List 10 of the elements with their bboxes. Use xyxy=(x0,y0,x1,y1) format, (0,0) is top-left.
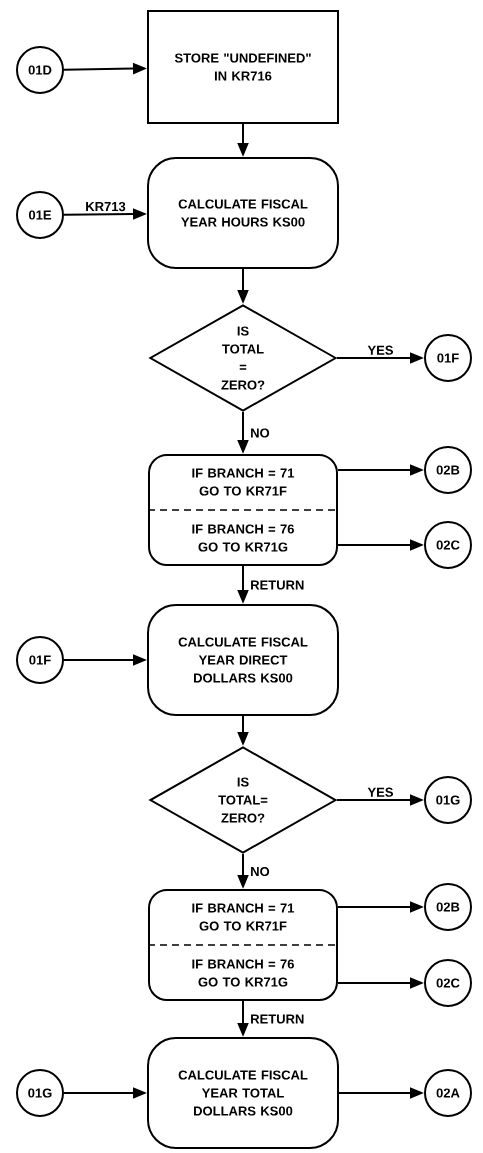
split-process-box: IF BRANCH = 71 GO TO KR71F IF BRANCH = 76 GO TO KR71G xyxy=(147,454,339,566)
edge-label: YES xyxy=(366,786,395,798)
split-process-box: IF BRANCH = 71 GO TO KR71F IF BRANCH = 76 GO TO KR71G xyxy=(147,889,339,1001)
edge-label: NO xyxy=(249,865,271,878)
edge-label: RETURN xyxy=(249,579,306,591)
process-box: STORE "UNDEFINED" IN KR716 xyxy=(147,10,339,124)
edge-label: NO xyxy=(249,427,271,439)
edge-label: KR713 xyxy=(84,200,127,213)
edge-label: RETURN xyxy=(249,1013,306,1025)
edge-label: YES xyxy=(366,344,395,356)
